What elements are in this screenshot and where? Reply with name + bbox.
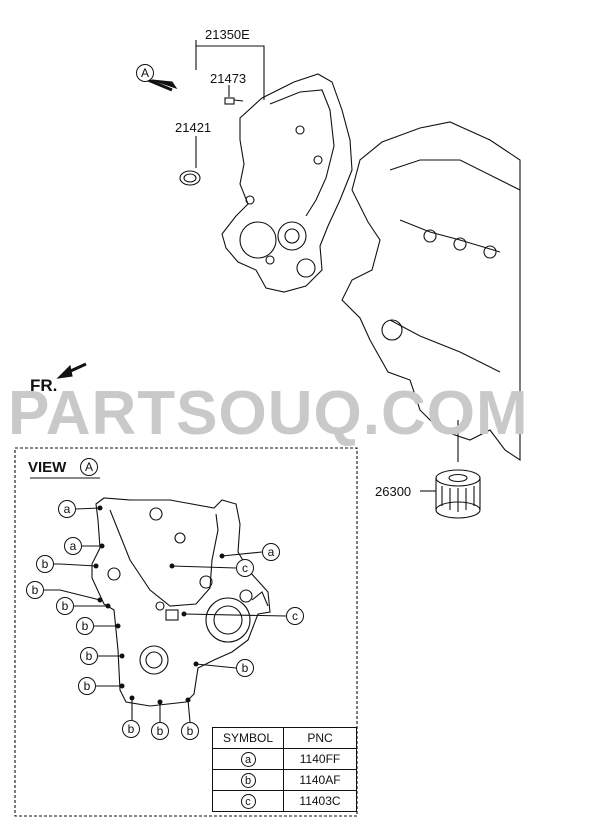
timing-cover-part (221, 73, 353, 293)
pnc-value: 1140FF (283, 748, 357, 770)
callout-b-7: b (122, 720, 140, 738)
callout-c-1: c (236, 559, 254, 577)
header-symbol: SYMBOL (212, 727, 284, 749)
bolt-part (224, 97, 235, 105)
symbol-table-header: SYMBOL PNC (212, 727, 357, 749)
view-title-text: VIEW (28, 459, 67, 476)
label-21350e: 21350E (205, 27, 250, 42)
callout-b-10: b (236, 659, 254, 677)
view-frame (14, 447, 358, 817)
engine-block-outline (341, 121, 521, 462)
table-row: c 11403C (212, 790, 357, 812)
label-21421: 21421 (175, 120, 212, 135)
symbol-a: a (240, 751, 256, 767)
callout-b-9: b (181, 722, 199, 740)
table-row: b 1140AF (212, 769, 357, 791)
callout-b-3: b (56, 597, 74, 615)
view-ref-circle: A (80, 458, 98, 476)
callout-a-1: a (58, 500, 76, 518)
callout-b-2: b (26, 581, 44, 599)
callout-b-4: b (76, 617, 94, 635)
pnc-value: 1140AF (283, 769, 357, 791)
symbol-table: SYMBOL PNC a 1140FF b 1140AF c 11403C (212, 727, 357, 812)
callout-a-2: a (64, 537, 82, 555)
table-row: a 1140FF (212, 748, 357, 770)
callout-b-1: b (36, 555, 54, 573)
symbol-c: c (240, 793, 256, 809)
watermark-text: PARTSOUQ.COM (8, 379, 529, 448)
pnc-value: 11403C (283, 790, 357, 812)
oil-filter-top (435, 469, 481, 487)
symbol-b: b (240, 772, 256, 788)
view-title: VIEW (28, 459, 66, 476)
label-21473: 21473 (210, 71, 247, 86)
header-pnc: PNC (283, 727, 357, 749)
callout-b-8: b (151, 722, 169, 740)
callout-a-3: a (262, 543, 280, 561)
callout-c-2: c (286, 607, 304, 625)
arrow-ref-a-circle: A (136, 64, 154, 82)
callout-b-6: b (78, 677, 96, 695)
label-26300: 26300 (375, 484, 412, 499)
leader-21350e (195, 40, 265, 100)
callout-b-5: b (80, 647, 98, 665)
seal-part (179, 170, 201, 186)
front-label: FR. (30, 376, 58, 395)
